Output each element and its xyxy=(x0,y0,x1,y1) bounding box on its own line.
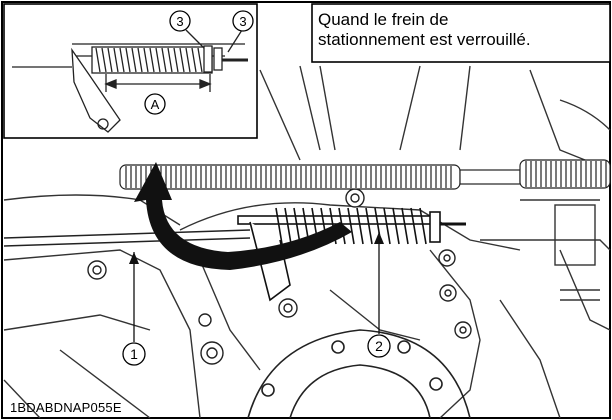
brake-cable xyxy=(3,229,251,247)
figure-code: 1BDABDNAP055E xyxy=(10,400,122,415)
direction-arrow xyxy=(134,162,352,270)
spring-callout: 2 xyxy=(375,338,383,354)
note-box xyxy=(311,3,611,63)
machinery-background xyxy=(3,65,611,419)
dimension-label: A xyxy=(151,97,160,112)
nut-callout-left: 3 xyxy=(176,14,183,29)
note-line-1: Quand le frein de xyxy=(318,10,449,29)
corrugated-cable xyxy=(119,159,611,190)
cable-callout: 1 xyxy=(130,346,138,362)
callout-2: 2 xyxy=(367,232,391,358)
note-line-2: stationnement est verrouillé. xyxy=(318,30,531,49)
bolts xyxy=(87,188,472,365)
parking-brake-note: Quand le frein de stationnement est verr… xyxy=(318,10,604,50)
callout-1: 1 xyxy=(122,252,146,366)
nut-callout-right: 3 xyxy=(239,14,246,29)
brake-disc xyxy=(247,329,471,419)
detail-inset: A 3 3 xyxy=(3,3,258,139)
